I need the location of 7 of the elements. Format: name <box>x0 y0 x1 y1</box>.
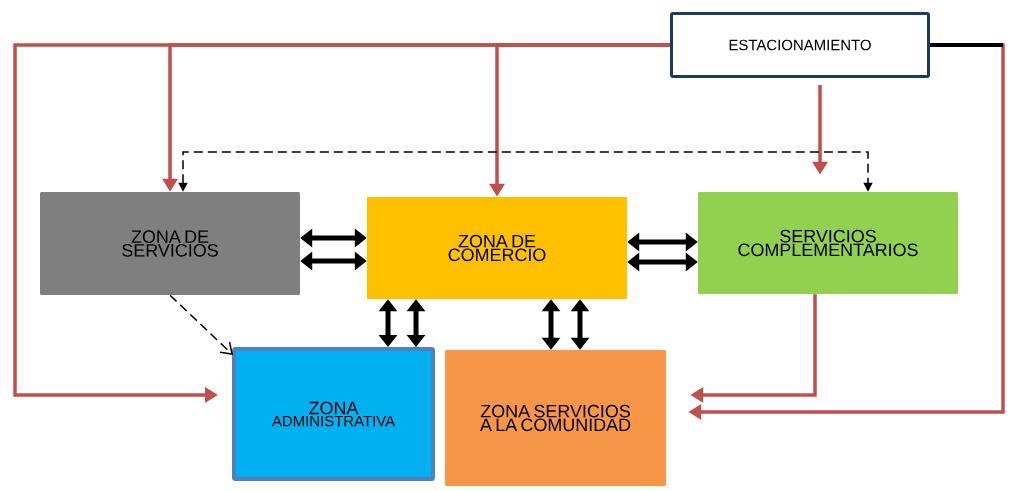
zone-box: ZONA DE COMERCIO <box>367 197 627 299</box>
zone-box: ZONA DE SERVICIOS <box>40 192 300 295</box>
zone-box: ZONA SERVICIOS A LA COMUNIDAD <box>445 350 666 486</box>
zone-box: ZONA ADMINISTRATIVA <box>232 347 435 481</box>
parking-box: ESTACIONAMIENTO <box>670 12 930 78</box>
zone-box: SERVICIOS COMPLEMENTARIOS <box>698 192 958 294</box>
arrow <box>169 294 233 355</box>
